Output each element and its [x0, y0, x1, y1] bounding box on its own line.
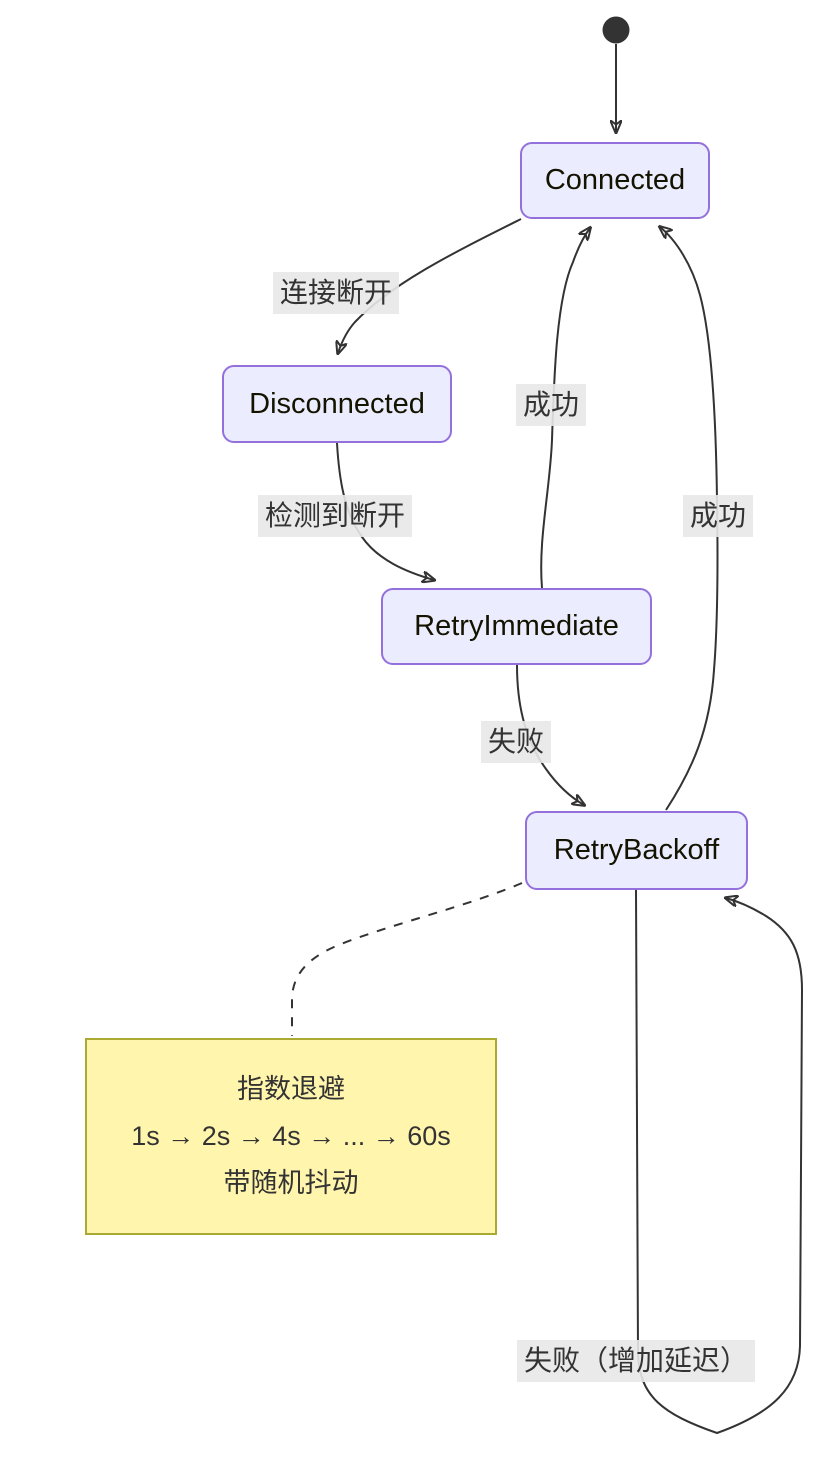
state-retrybackoff-label: RetryBackoff [553, 834, 720, 866]
edge-retrybackoff-self-loop [635, 889, 804, 1435]
note-exponential-backoff: 指数退避 1s → 2s → 4s → ... → 60s 带随机抖动 [85, 1038, 497, 1235]
edge-retryimmediate-to-retrybackoff [516, 664, 584, 805]
state-retryimmediate: RetryImmediate [381, 588, 652, 665]
note-line-3: 带随机抖动 [223, 1168, 359, 1198]
state-disconnected-label: Disconnected [249, 387, 425, 420]
state-connected: Connected [520, 142, 710, 219]
state-connected-label: Connected [544, 164, 686, 196]
note-line-1: 指数退避 [237, 1074, 345, 1104]
note-line-2: 1s → 2s → 4s → ... → 60s [131, 1121, 451, 1151]
state-retryimmediate-label: RetryImmediate [414, 610, 619, 642]
edge-label-success-retrybackoff: 成功 [682, 495, 754, 537]
edge-label-failure: 失败 [480, 721, 552, 763]
initial-state-dot [602, 16, 630, 44]
state-disconnected: Disconnected [222, 365, 452, 443]
edge-label-failure-increase-delay: 失败（增加延迟） [516, 1340, 756, 1382]
state-retrybackoff: RetryBackoff [525, 811, 748, 890]
edge-retrybackoff-to-note [291, 882, 523, 1036]
edge-label-detected-disconnect: 检测到断开 [257, 495, 413, 537]
edge-retryimmediate-to-connected [540, 228, 590, 589]
edge-label-success-retryimmediate: 成功 [515, 384, 587, 426]
edge-label-connection-lost: 连接断开 [272, 272, 400, 314]
